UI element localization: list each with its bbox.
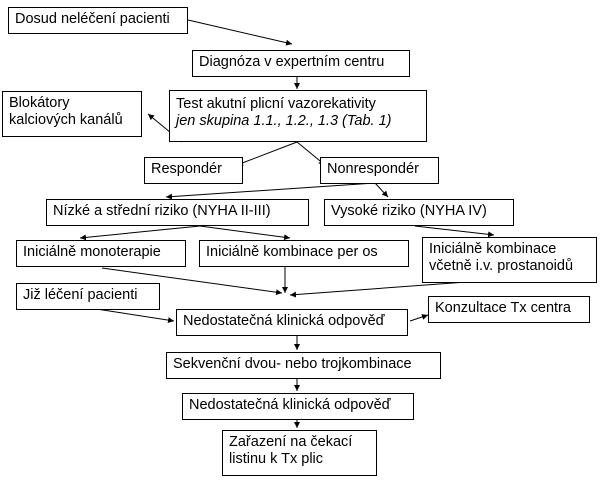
node-nonresponder: Nonrespondér (320, 157, 439, 184)
node-calcium-blockers: Blokátory kalciových kanálů (2, 91, 142, 137)
node-already-treated-label: Již léčení pacienti (23, 287, 138, 303)
node-responder-label: Respondér (151, 161, 222, 177)
arrow-nonresponder-to-high-risk (374, 182, 389, 198)
node-vasoreactivity-test: Test akutní plicní vazorekativity jen sk… (169, 90, 427, 142)
node-insufficient-response-1: Nedostatečná klinická odpověď (176, 309, 408, 336)
arrow-nonresponder-to-low-mid-risk (165, 182, 376, 200)
node-expert-diagnosis: Diagnóza v expertním centru (192, 50, 410, 77)
node-vasoreactivity-test-line2: jen skupina 1.1., 1.2., 1.3 (Tab. 1) (176, 113, 392, 129)
node-low-mid-risk-label: Nízké a střední riziko (NYHA II-III) (53, 203, 271, 219)
node-insufficient-response-2: Nedostatečná klinická odpověď (182, 393, 414, 420)
node-initial-iv-combination-line2: včetně i.v. prostanoidů (429, 258, 574, 274)
node-high-risk-label: Vysoké riziko (NYHA IV) (331, 203, 487, 219)
node-responder: Respondér (144, 157, 243, 184)
node-untreated-patients-label: Dosud neléčení pacienti (15, 11, 170, 27)
arrow-already-treated-to-insufficient (89, 307, 175, 324)
node-initial-oral-combination: Iniciálně kombinace per os (199, 240, 409, 267)
node-calcium-blockers-line2: kalciových kanálů (9, 112, 123, 128)
node-tx-consult: Konzultace Tx centra (428, 296, 590, 323)
node-already-treated: Již léčení pacienti (16, 283, 160, 310)
node-insufficient-response-1-label: Nedostatečná klinická odpověď (183, 313, 385, 329)
node-expert-diagnosis-label: Diagnóza v expertním centru (199, 54, 385, 70)
node-initial-monotherapy-label: Iniciálně monoterapie (23, 244, 161, 260)
node-initial-iv-combination-line1: Iniciálně kombinace (429, 241, 557, 257)
node-transplant-waitlist-line1: Zařazení na čekací (229, 434, 353, 450)
node-initial-iv-combination: Iniciálně kombinace včetně i.v. prostano… (422, 237, 597, 283)
node-insufficient-response-2-label: Nedostatečná klinická odpověď (189, 397, 391, 413)
node-calcium-blockers-line1: Blokátory (9, 95, 70, 111)
arrow-high-risk-to-iv-combination (414, 225, 495, 238)
node-initial-monotherapy: Iniciálně monoterapie (16, 240, 186, 267)
node-high-risk: Vysoké riziko (NYHA IV) (324, 199, 514, 226)
node-vasoreactivity-test-line1: Test akutní plicní vazorekativity (176, 96, 376, 112)
arrow-low-mid-risk-to-monotherapy (79, 225, 201, 241)
node-sequential-combination-label: Sekvenční dvou- nebo trojkombinace (173, 356, 412, 372)
node-sequential-combination: Sekvenční dvou- nebo trojkombinace (166, 352, 441, 379)
node-transplant-waitlist: Zařazení na čekací listinu k Tx plic (222, 430, 377, 476)
node-low-mid-risk: Nízké a střední riziko (NYHA II-III) (46, 199, 309, 226)
arrow-test-to-responder (236, 141, 298, 166)
node-initial-oral-combination-label: Iniciálně kombinace per os (206, 244, 378, 260)
node-tx-consult-label: Konzultace Tx centra (435, 300, 571, 316)
arrow-low-mid-risk-to-oral-combination (199, 225, 291, 241)
arrow-monotherapy-to-convergence (101, 267, 283, 296)
node-nonresponder-label: Nonrespondér (327, 161, 419, 177)
arrow-insufficient-to-tx-consult (409, 314, 429, 322)
node-transplant-waitlist-line2: listinu k Tx plic (229, 451, 324, 467)
arrow-untreated-to-diagnosis (187, 19, 293, 46)
node-untreated-patients: Dosud neléčení pacienti (8, 7, 188, 34)
